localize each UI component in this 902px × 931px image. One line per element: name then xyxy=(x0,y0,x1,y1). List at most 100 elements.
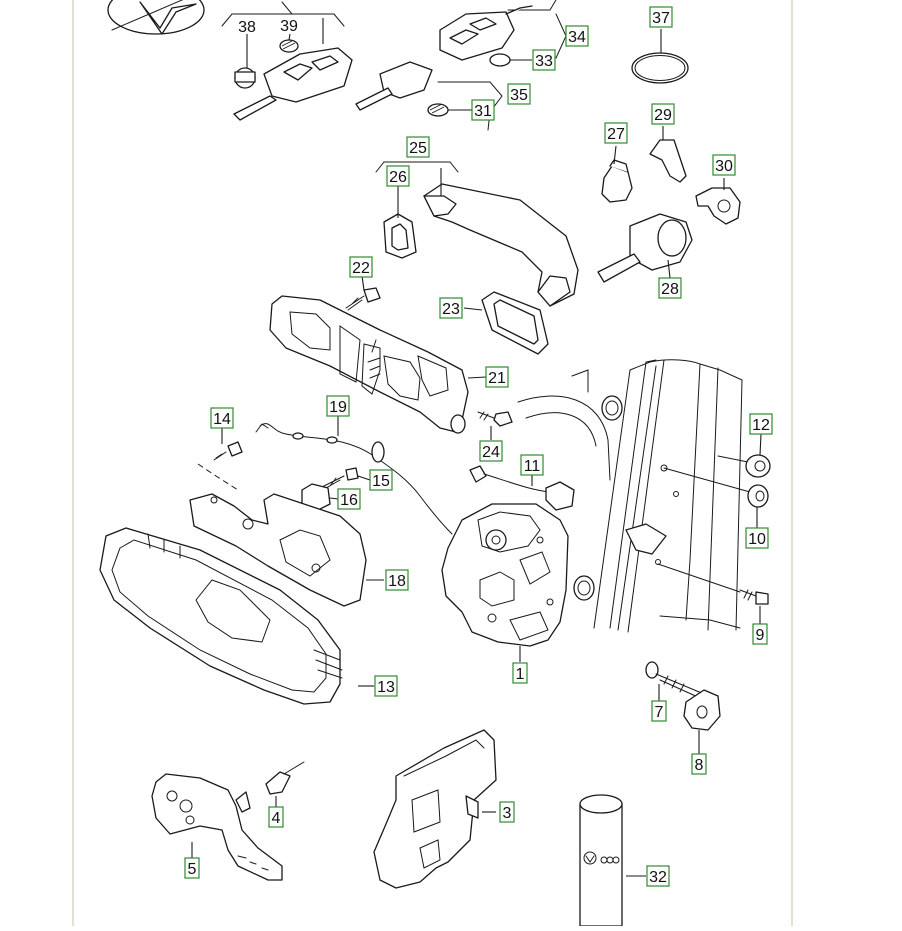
part-label-33: 33 xyxy=(532,49,556,71)
part-label-box xyxy=(485,366,509,388)
part-label-5: 5 xyxy=(184,857,200,879)
part-label-text: 4 xyxy=(272,810,281,827)
part-label-text: 37 xyxy=(652,10,670,27)
part-label-32: 32 xyxy=(646,865,670,887)
part-label-14: 14 xyxy=(210,407,234,429)
part-label-text: 13 xyxy=(377,679,395,696)
part-label-box xyxy=(691,753,707,775)
part-number-39: 39 xyxy=(280,18,298,35)
part-label-box xyxy=(406,136,430,158)
lever-30 xyxy=(695,178,741,225)
part-label-box xyxy=(385,569,409,591)
part-label-text: 23 xyxy=(442,301,460,318)
part-label-box xyxy=(604,122,628,144)
screw-15 xyxy=(319,467,371,489)
orientation-mark-icon xyxy=(107,0,205,35)
part-label-text: 5 xyxy=(188,861,197,878)
part-label-box xyxy=(646,865,670,887)
part-label-box xyxy=(532,49,556,71)
seal-ring-37 xyxy=(631,29,689,84)
gasket-23 xyxy=(463,291,549,355)
part-label-box xyxy=(565,25,589,47)
part-label-box xyxy=(520,454,544,476)
part-label-text: 9 xyxy=(756,627,765,644)
part-label-box xyxy=(349,256,373,278)
part-label-text: 15 xyxy=(372,473,390,490)
part-label-text: 14 xyxy=(213,411,231,428)
key-blade-35 xyxy=(355,61,503,131)
bolt-7 xyxy=(645,661,705,702)
part-label-box xyxy=(439,297,463,319)
part-label-3: 3 xyxy=(499,801,515,823)
part-label-text: 35 xyxy=(510,87,528,104)
door-lock-1 xyxy=(441,503,569,662)
part-label-text: 32 xyxy=(649,869,667,886)
part-label-box xyxy=(745,527,769,549)
screw-22 xyxy=(345,275,381,311)
part-label-text: 22 xyxy=(352,260,370,277)
screw-24 xyxy=(477,411,513,440)
hinge-5 xyxy=(151,773,283,881)
part-label-7: 7 xyxy=(651,700,667,722)
part-label-text: 3 xyxy=(503,805,512,822)
part-label-text: 21 xyxy=(488,370,506,387)
part-label-box xyxy=(210,407,234,429)
grommet-12 xyxy=(745,433,771,478)
part-label-text: 27 xyxy=(607,126,625,143)
part-label-box xyxy=(374,675,398,697)
part-label-35: 35 xyxy=(507,83,531,105)
part-label-text: 26 xyxy=(389,169,407,186)
part-label-4: 4 xyxy=(268,806,284,828)
part-label-19: 19 xyxy=(326,395,350,417)
part-label-8: 8 xyxy=(691,753,707,775)
part-label-box xyxy=(749,413,773,435)
part-label-text: 12 xyxy=(752,417,770,434)
part-number-38: 38 xyxy=(238,19,256,36)
pin-4 xyxy=(265,761,305,808)
part-label-28: 28 xyxy=(658,277,682,299)
gasket-26 xyxy=(383,186,417,259)
cable-19 xyxy=(255,416,453,535)
part-label-box xyxy=(512,662,528,684)
harness-11 xyxy=(469,465,575,511)
part-label-box xyxy=(752,623,768,645)
part-label-text: 1 xyxy=(516,666,525,683)
part-label-12: 12 xyxy=(749,413,773,435)
handle-25 xyxy=(375,161,579,307)
part-label-box xyxy=(471,99,495,121)
part-label-27: 27 xyxy=(604,122,628,144)
part-label-1: 1 xyxy=(512,662,528,684)
part-label-37: 37 xyxy=(649,6,673,28)
part-label-box xyxy=(268,806,284,828)
part-label-13: 13 xyxy=(374,675,398,697)
part-label-text: 33 xyxy=(535,53,553,70)
part-label-23: 23 xyxy=(439,297,463,319)
folding-key-38-39 xyxy=(221,1,353,121)
key-fob-34 xyxy=(439,0,567,61)
part-label-text: 24 xyxy=(482,444,500,461)
part-label-text: 28 xyxy=(661,281,679,298)
part-label-10: 10 xyxy=(745,527,769,549)
screw-14 xyxy=(197,428,243,491)
part-label-21: 21 xyxy=(485,366,509,388)
part-label-box xyxy=(712,154,736,176)
plate-8 xyxy=(683,689,721,754)
part-label-box xyxy=(507,83,531,105)
part-label-30: 30 xyxy=(712,154,736,176)
door-panel xyxy=(517,359,751,633)
part-label-text: 8 xyxy=(695,757,704,774)
part-label-15: 15 xyxy=(369,469,393,491)
battery-33 xyxy=(489,53,532,67)
part-label-box xyxy=(499,801,515,823)
part-label-text: 30 xyxy=(715,158,733,175)
part-label-box xyxy=(479,440,503,462)
part-label-box xyxy=(184,857,200,879)
part-label-text: 18 xyxy=(388,573,406,590)
part-label-34: 34 xyxy=(565,25,589,47)
plain-part-labels: 38 39 xyxy=(238,18,298,36)
gasket-29 xyxy=(649,126,687,183)
part-label-text: 34 xyxy=(568,29,586,46)
grommet-10 xyxy=(747,484,769,528)
part-label-26: 26 xyxy=(386,165,410,187)
